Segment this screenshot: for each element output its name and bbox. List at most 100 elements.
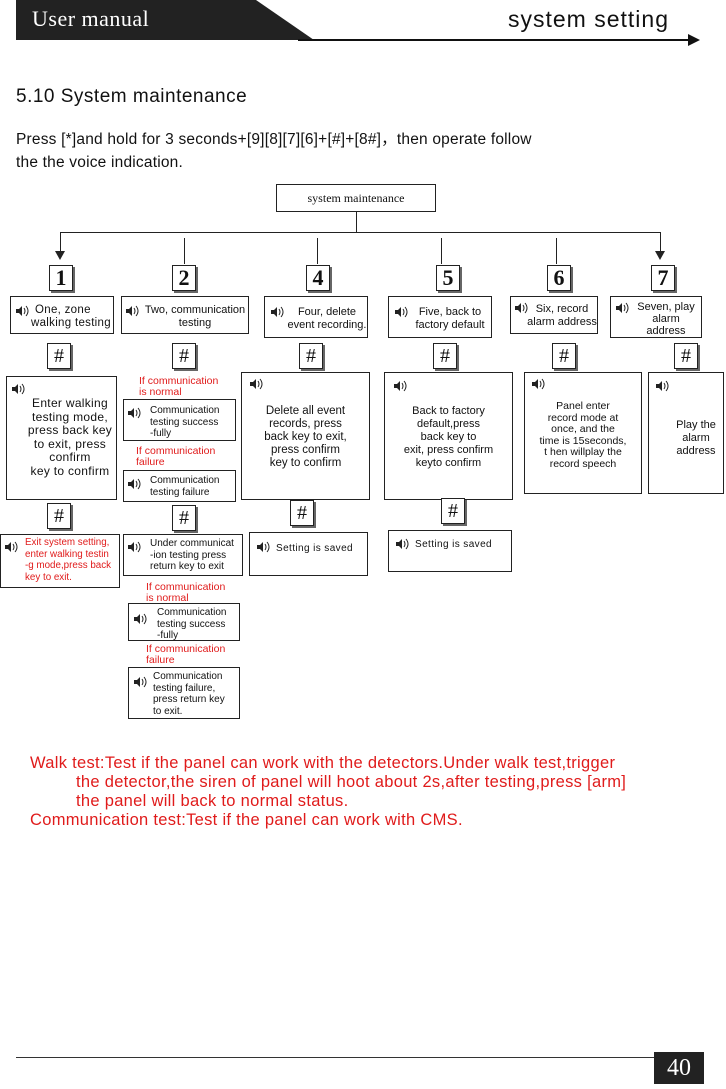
confirm-key-4b: # xyxy=(290,500,314,526)
header-arrow-icon xyxy=(688,34,700,46)
step-1-line: confirm xyxy=(49,450,91,464)
step-5-line: keyto confirm xyxy=(415,457,482,469)
step-6-line: time is 15seconds, xyxy=(539,434,627,447)
speaker-icon xyxy=(134,613,147,625)
speaker-icon xyxy=(5,541,18,553)
branch-line xyxy=(60,232,660,233)
drop-7 xyxy=(660,232,661,252)
drop-4 xyxy=(317,238,318,264)
step-box-1: Enter walking testing mode, press back k… xyxy=(6,376,117,500)
confirm-key-7: # xyxy=(674,343,698,369)
option-box-2: Two, communication testing xyxy=(121,296,249,334)
diagram-root-box: system maintenance xyxy=(276,184,436,212)
comm-success-box: Communication testing success -fully xyxy=(123,399,236,441)
section-title: 5.10 System maintenance xyxy=(16,86,248,107)
speaker-icon xyxy=(257,541,270,553)
comm2-if-fail-line-2: failure xyxy=(146,654,175,666)
step-box-4: Delete all event records, press back key… xyxy=(241,372,370,500)
option-box-6: Six, record alarm address xyxy=(510,296,598,334)
comm-if-normal-note: If communication is normal xyxy=(139,376,218,398)
comm-if-fail-line-2: failure xyxy=(136,456,165,468)
option-7-line-3: address xyxy=(646,325,686,337)
comm-under-line-1: Under communicat xyxy=(150,538,234,549)
option-1-line-1: One, zone xyxy=(35,304,91,316)
step-box-5: Back to factory default,press back key t… xyxy=(384,372,513,500)
option-6-line-1: Six, record xyxy=(535,303,589,315)
option-7-line-1: Seven, play xyxy=(637,301,695,313)
result-5-line: Setting is saved xyxy=(415,539,492,550)
confirm-key-1: # xyxy=(47,343,71,369)
header-left-title: User manual xyxy=(32,6,150,31)
step-number-4: 4 xyxy=(306,265,330,291)
comm-failure-line-1: Communication xyxy=(150,475,220,486)
option-1-line-2: walking testing xyxy=(31,317,111,329)
speaker-icon xyxy=(271,306,284,318)
comm2-if-normal-line-2: is normal xyxy=(146,592,189,604)
step-box-6: Panel enter record mode at once, and the… xyxy=(524,372,642,494)
option-4-line-2: event recording. xyxy=(287,319,367,331)
comm-under-line-2: -ion testing press xyxy=(150,549,227,561)
comm-test-line: Communication test:Test if the panel can… xyxy=(30,811,463,829)
walk-test-line-1: Walk test:Test if the panel can work wit… xyxy=(30,754,616,772)
drop-6 xyxy=(556,238,557,264)
speaker-icon xyxy=(250,378,263,390)
comm2-success-box: Communication testing success -fully xyxy=(128,603,240,641)
header-right-title: system setting xyxy=(508,6,669,32)
speaker-icon xyxy=(395,306,408,318)
speaker-icon xyxy=(16,305,29,317)
arrow-down-icon xyxy=(55,251,65,260)
confirm-key-6: # xyxy=(552,343,576,369)
comm2-failure-line-3: press return key xyxy=(153,694,225,705)
result-1-line: Exit system setting, xyxy=(25,537,110,548)
confirm-key-4: # xyxy=(299,343,323,369)
comm2-success-line-2: testing success xyxy=(157,618,226,630)
speaker-icon xyxy=(134,676,147,688)
step-5-line: back key to xyxy=(420,431,477,443)
result-4-line: Setting is saved xyxy=(276,543,353,554)
confirm-key-1b: # xyxy=(47,503,71,529)
drop-5 xyxy=(441,238,442,264)
comm-success-line-3: -fully xyxy=(150,428,172,439)
step-6-line: Panel enter xyxy=(556,400,610,412)
step-number-5: 5 xyxy=(436,265,460,291)
option-5-line-2: factory default xyxy=(415,319,485,331)
option-7-line-2: alarm xyxy=(652,313,680,325)
speaker-icon xyxy=(656,380,669,392)
comm2-failure-line-2: testing failure, xyxy=(153,682,216,694)
step-4-line: records, press xyxy=(269,418,342,430)
step-7-line: Play the xyxy=(676,419,716,431)
speaker-icon xyxy=(616,302,629,314)
result-box-1: Exit system setting, enter walking testi… xyxy=(0,534,120,588)
step-1-line: to exit, press xyxy=(33,436,107,451)
step-number-7: 7 xyxy=(651,265,675,291)
option-2-line-2: testing xyxy=(178,317,212,329)
result-1-line: -g mode,press back xyxy=(25,560,112,571)
intro-line-2: the the voice indication. xyxy=(16,154,183,171)
step-box-7: Play the alarm address xyxy=(648,372,724,494)
drop-1 xyxy=(60,232,61,252)
comm-if-normal-line-2: is normal xyxy=(139,386,182,398)
step-6-line: record mode at xyxy=(547,411,619,424)
result-1-line: key to exit. xyxy=(25,571,72,583)
comm2-failure-line-1: Communication xyxy=(153,671,223,682)
header-rule xyxy=(298,39,690,41)
step-1-line: key to confirm xyxy=(30,463,110,478)
confirm-key-5: # xyxy=(433,343,457,369)
option-2-line-1: Two, communication xyxy=(144,304,246,316)
step-4-line: back key to exit, xyxy=(264,431,347,443)
comm-if-fail-line-1: If communication xyxy=(136,445,216,457)
step-5-line: default,press xyxy=(417,418,480,430)
comm2-if-normal-line-1: If communication xyxy=(146,581,226,593)
option-5-line-1: Five, back to xyxy=(418,306,482,318)
step-4-line: Delete all event xyxy=(265,405,346,417)
speaker-icon xyxy=(12,383,25,395)
step-5-line: exit, press confirm xyxy=(403,444,494,456)
comm2-success-line-1: Communication xyxy=(157,607,227,618)
drop-2 xyxy=(184,238,185,264)
step-4-line: press confirm xyxy=(270,444,341,456)
step-5-line: Back to factory xyxy=(412,405,485,417)
section-intro: Press [*]and hold for 3 seconds+[9][8][7… xyxy=(16,128,696,174)
comm-success-line-1: Communication xyxy=(150,405,220,416)
arrow-down-icon xyxy=(655,251,665,260)
confirm-key-2: # xyxy=(172,343,196,369)
